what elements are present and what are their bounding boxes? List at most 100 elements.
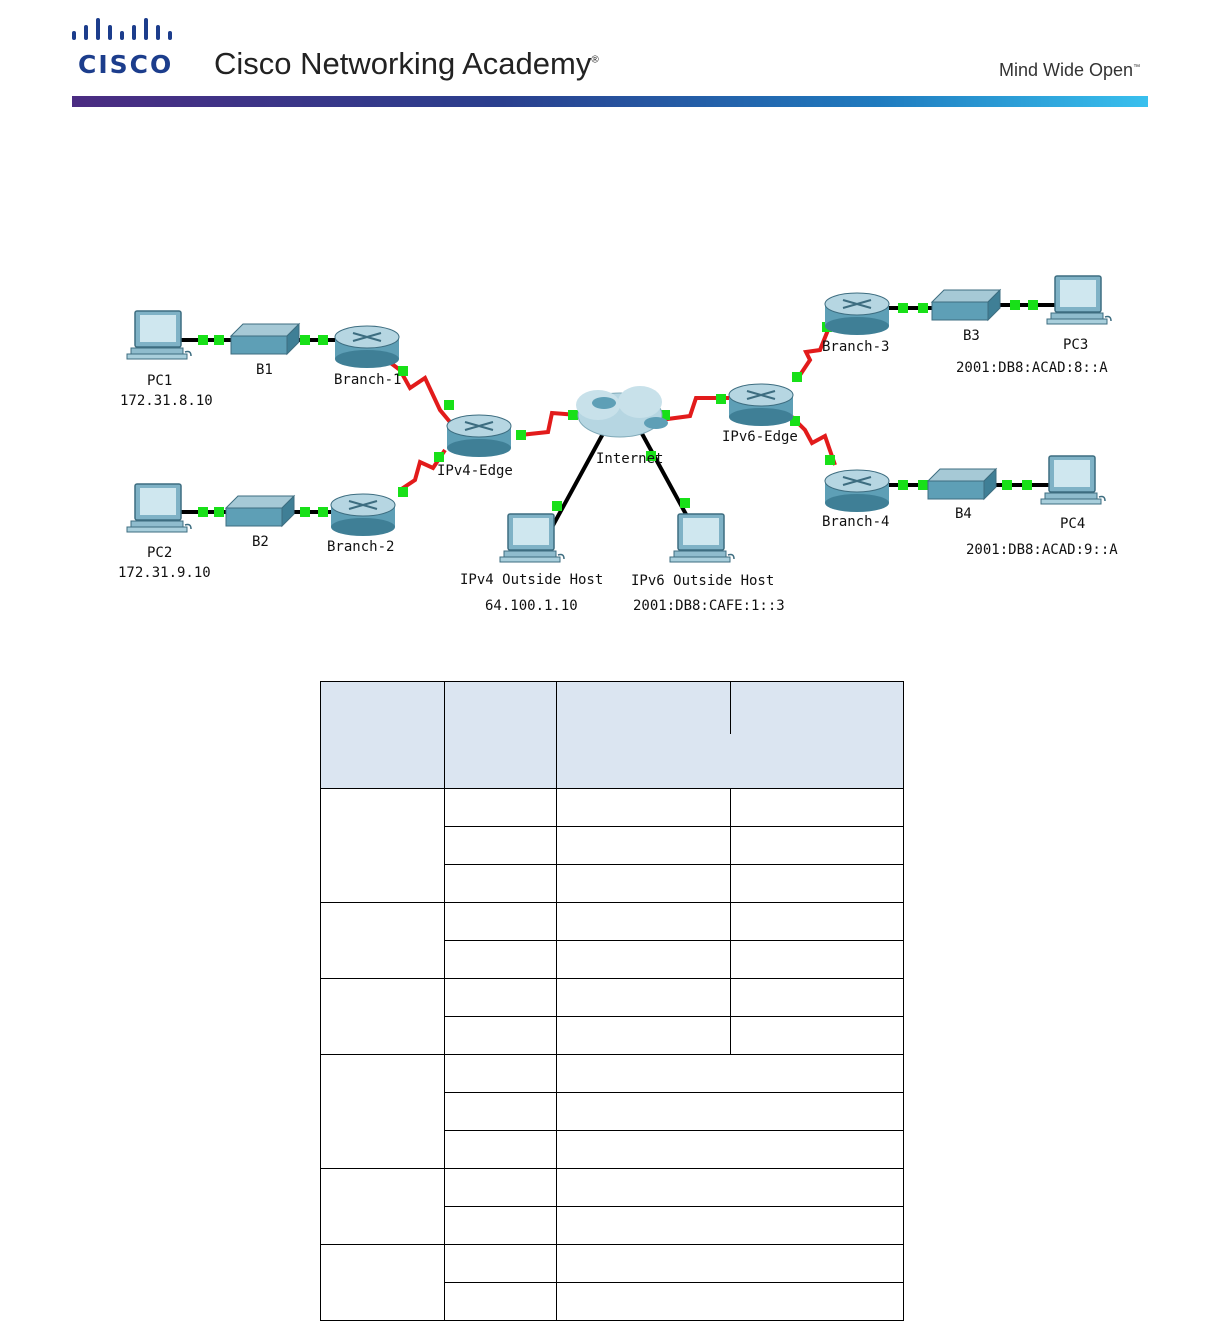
device-cell	[320, 1054, 445, 1169]
table-cell	[556, 1130, 904, 1169]
switch-b2-icon[interactable]	[225, 495, 295, 527]
label-b2: B2	[252, 534, 269, 550]
router-ipv4-edge-icon[interactable]	[446, 414, 512, 458]
table-cell	[556, 1092, 904, 1131]
header-cell	[556, 681, 904, 789]
header-cell	[444, 681, 557, 789]
label-branch3: Branch-3	[822, 339, 889, 355]
label-b4: B4	[955, 506, 972, 522]
table-cell	[444, 978, 557, 1017]
addressing-table	[320, 681, 904, 1321]
table-row	[321, 940, 904, 979]
header-gradient-rule	[72, 96, 1148, 107]
router-branch3-icon[interactable]	[824, 292, 890, 336]
registered-mark: ®	[591, 54, 599, 66]
table-cell	[444, 826, 557, 865]
router-ipv6-edge-icon[interactable]	[728, 383, 794, 427]
table-cell	[730, 788, 904, 827]
page-title: Cisco Networking Academy®	[214, 46, 599, 82]
label-branch2: Branch-2	[327, 539, 394, 555]
switch-b1-icon[interactable]	[230, 323, 300, 355]
router-branch4-icon[interactable]	[824, 469, 890, 513]
table-cell	[444, 788, 557, 827]
addr-ipv4-outside-host: 64.100.1.10	[485, 598, 578, 614]
table-cell	[730, 902, 904, 941]
table-cell	[556, 1244, 904, 1283]
table-row	[320, 1054, 904, 1169]
table-cell	[730, 864, 904, 903]
table-cell	[730, 978, 904, 1017]
table-cell	[556, 1016, 731, 1055]
table-cell	[556, 902, 731, 941]
label-branch1: Branch-1	[334, 372, 401, 388]
tagline: Mind Wide Open™	[999, 60, 1140, 81]
label-pc2: PC2	[147, 545, 172, 561]
label-pc4: PC4	[1060, 516, 1085, 532]
device-cell	[320, 1168, 445, 1245]
table-row	[321, 1282, 904, 1321]
addr-ipv6-outside-host: 2001:DB8:CAFE:1::3	[633, 598, 785, 614]
table-cell	[444, 1130, 557, 1169]
label-ipv4-edge: IPv4-Edge	[437, 463, 513, 479]
table-cell	[730, 826, 904, 865]
ipv4-outside-host-icon[interactable]	[499, 513, 565, 563]
header-cell	[320, 681, 445, 789]
router-branch1-icon[interactable]	[334, 325, 400, 369]
table-cell	[444, 940, 557, 979]
addr-pc1: 172.31.8.10	[120, 393, 213, 409]
table-header-row	[320, 681, 904, 789]
device-cell	[320, 788, 445, 903]
pc1-icon[interactable]	[126, 310, 192, 360]
addressing-table-grid	[320, 681, 904, 1321]
table-cell	[444, 864, 557, 903]
table-cell	[730, 1016, 904, 1055]
table-cell	[556, 1168, 904, 1207]
cisco-wordmark: CISCO	[78, 50, 174, 79]
switch-b3-icon[interactable]	[931, 289, 1001, 321]
pc2-icon[interactable]	[126, 483, 192, 533]
ipv6-outside-host-icon[interactable]	[669, 513, 735, 563]
table-cell	[444, 1054, 557, 1093]
table-cell	[556, 826, 731, 865]
label-pc1: PC1	[147, 373, 172, 389]
table-row	[321, 1092, 904, 1131]
table-cell	[444, 1282, 557, 1321]
table-row	[321, 1206, 904, 1245]
table-cell	[444, 1092, 557, 1131]
table-row	[320, 1168, 904, 1245]
label-ipv6-outside-host: IPv6 Outside Host	[631, 573, 774, 589]
page-header: CISCO Cisco Networking Academy® Mind Wid…	[0, 0, 1222, 110]
academy-title: Cisco Networking Academy	[214, 46, 592, 81]
table-row	[320, 1244, 904, 1321]
table-cell	[556, 788, 731, 827]
label-ipv6-edge: IPv6-Edge	[722, 429, 798, 445]
table-cell	[556, 864, 731, 903]
table-cell	[444, 902, 557, 941]
router-branch2-icon[interactable]	[330, 493, 396, 537]
tagline-text: Mind Wide Open	[999, 60, 1134, 80]
internet-cloud-icon[interactable]	[576, 386, 668, 438]
table-cell	[556, 978, 731, 1017]
cisco-logo-icon	[72, 18, 172, 40]
addr-pc3: 2001:DB8:ACAD:8::A	[956, 360, 1108, 376]
table-row	[320, 978, 904, 1055]
switch-b4-icon[interactable]	[927, 468, 997, 500]
label-b1: B1	[256, 362, 273, 378]
label-ipv4-outside-host: IPv4 Outside Host	[460, 572, 603, 588]
device-cell	[320, 978, 445, 1055]
label-b3: B3	[963, 328, 980, 344]
table-cell	[556, 1054, 904, 1093]
pc4-icon[interactable]	[1040, 455, 1106, 505]
table-row	[321, 1130, 904, 1169]
table-cell	[444, 1016, 557, 1055]
label-branch4: Branch-4	[822, 514, 889, 530]
addr-pc4: 2001:DB8:ACAD:9::A	[966, 542, 1118, 558]
trademark-mark: ™	[1133, 64, 1141, 71]
table-cell	[444, 1206, 557, 1245]
header-divider	[730, 682, 731, 734]
table-row	[321, 864, 904, 903]
table-cell	[556, 1282, 904, 1321]
table-cell	[730, 940, 904, 979]
addr-pc2: 172.31.9.10	[118, 565, 211, 581]
pc3-icon[interactable]	[1046, 275, 1112, 325]
